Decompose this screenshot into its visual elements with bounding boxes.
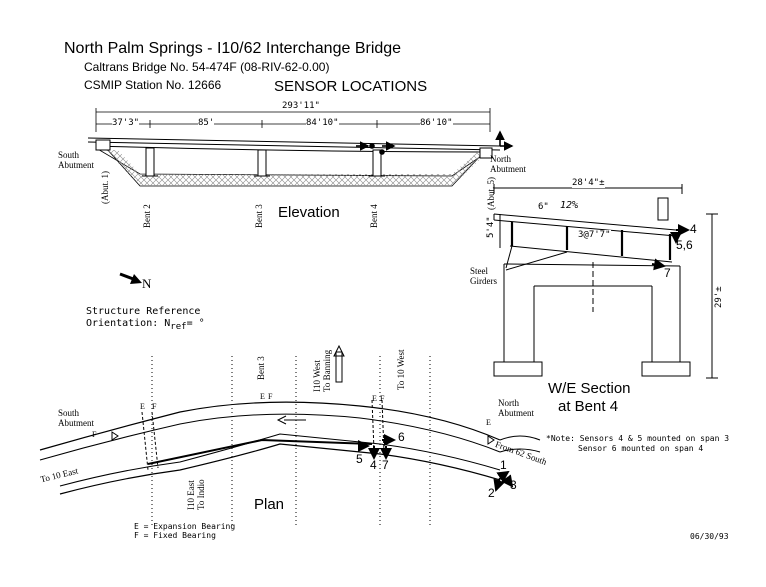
section-sensor-5-6: 5,6 xyxy=(676,238,693,252)
section-depth-dimension: 5'4" xyxy=(486,216,496,238)
reference-axis-icon xyxy=(495,130,514,151)
section-label-line1: W/E Section xyxy=(548,380,631,397)
total-span-dimension: 293'11" xyxy=(282,101,320,111)
north-arrow-icon xyxy=(119,272,142,284)
plan-bearing-f-abut1: F xyxy=(92,430,97,439)
elevation-bridge xyxy=(87,137,501,187)
legend-expansion-bearing: E = Expansion Bearing xyxy=(134,522,236,531)
abut1-label: (Abut. 1) xyxy=(100,171,110,204)
orientation-subscript: ref xyxy=(170,322,187,332)
section-sensor-arrows xyxy=(651,224,690,271)
plan-sensor-3: 3 xyxy=(510,478,517,492)
plan-bearing-e-bent3: E xyxy=(260,392,265,401)
elevation-north-abutment-label: North Abutment xyxy=(490,154,526,174)
section-width-dimension: 28'4"± xyxy=(572,178,605,188)
plan-sensor-2: 2 xyxy=(488,486,495,500)
orientation-value: = ° xyxy=(186,318,205,329)
orientation-text: Orientation: N xyxy=(86,318,171,329)
section-sensor-4: 4 xyxy=(690,222,697,236)
plan-label: Plan xyxy=(254,496,285,513)
plan-bearing-e-south: E xyxy=(140,402,145,411)
span-dimension-4: 86'10" xyxy=(420,118,453,128)
plan-sensor-5: 5 xyxy=(356,452,363,466)
plan-i10-east-label: I10 East To Indio xyxy=(186,479,206,510)
plan-sensor-1: 1 xyxy=(500,458,507,472)
plan-bearing-f-bent3: F xyxy=(268,392,273,401)
plan-south-abutment-label: South Abutment xyxy=(58,408,94,428)
section-slope: 12% xyxy=(560,200,579,211)
plan-bearing-f-bent4: F xyxy=(380,394,385,403)
plan-sensor-6: 6 xyxy=(398,430,405,444)
elevation-south-abutment-label: South Abutment xyxy=(58,150,94,170)
plan-bearing-e-north: E xyxy=(486,418,491,427)
span-dimension-3: 84'10" xyxy=(306,118,339,128)
structure-reference-line1: Structure Reference xyxy=(86,306,201,317)
span-dimension-2: 85' xyxy=(198,118,215,128)
bent4-label: Bent 4 xyxy=(369,204,379,228)
section-sensor-7: 7 xyxy=(664,266,671,280)
section-drawing xyxy=(493,184,718,379)
section-girder-spacing: 3@7'7" xyxy=(578,230,611,240)
plan-bent3-label: Bent 3 xyxy=(256,356,266,380)
steel-girders-label: Steel Girders xyxy=(470,266,497,286)
plan-to-10-west-label: To 10 West xyxy=(396,349,406,390)
plan-sensor-arrows xyxy=(358,434,514,492)
bent3-label: Bent 3 xyxy=(254,204,264,228)
north-label: N xyxy=(142,276,152,291)
note-line1: *Note: Sensors 4 & 5 mounted on span 3 xyxy=(546,434,730,443)
structure-reference-line2: Orientation: Nref= ° xyxy=(86,318,205,332)
plan-north-abutment-label: North Abutment xyxy=(498,398,534,418)
plan-sensor-7: 7 xyxy=(382,458,389,472)
drawing-date: 06/30/93 xyxy=(690,532,729,541)
span-dimension-1: 37'3" xyxy=(112,118,140,128)
elevation-label: Elevation xyxy=(278,204,340,221)
plan-i10-west-label: I10 West To Banning xyxy=(312,349,332,392)
section-height-dimension: 29'± xyxy=(714,286,724,308)
section-overhang-dimension: 6" xyxy=(538,202,549,212)
diagram-title: North Palm Springs - I10/62 Interchange … xyxy=(64,40,402,57)
sensor-locations-heading: SENSOR LOCATIONS xyxy=(274,78,428,95)
section-label-line2: at Bent 4 xyxy=(558,398,619,415)
legend-fixed-bearing: F = Fixed Bearing xyxy=(134,531,216,540)
plan-sensor-4: 4 xyxy=(370,458,377,472)
caltrans-bridge-number: Caltrans Bridge No. 54-474F (08-RIV-62-0… xyxy=(84,60,330,74)
plan-drawing xyxy=(39,344,541,526)
bent2-label: Bent 2 xyxy=(142,204,152,228)
elevation-sensor-arrows xyxy=(356,141,396,155)
note-line2: Sensor 6 mounted on span 4 xyxy=(578,444,704,453)
csmip-station-number: CSMIP Station No. 12666 xyxy=(84,78,222,92)
plan-bearing-f-south: F xyxy=(152,402,157,411)
plan-bearing-e-bent4: E xyxy=(372,394,377,403)
abut5-label: (Abut. 5) xyxy=(486,177,496,210)
